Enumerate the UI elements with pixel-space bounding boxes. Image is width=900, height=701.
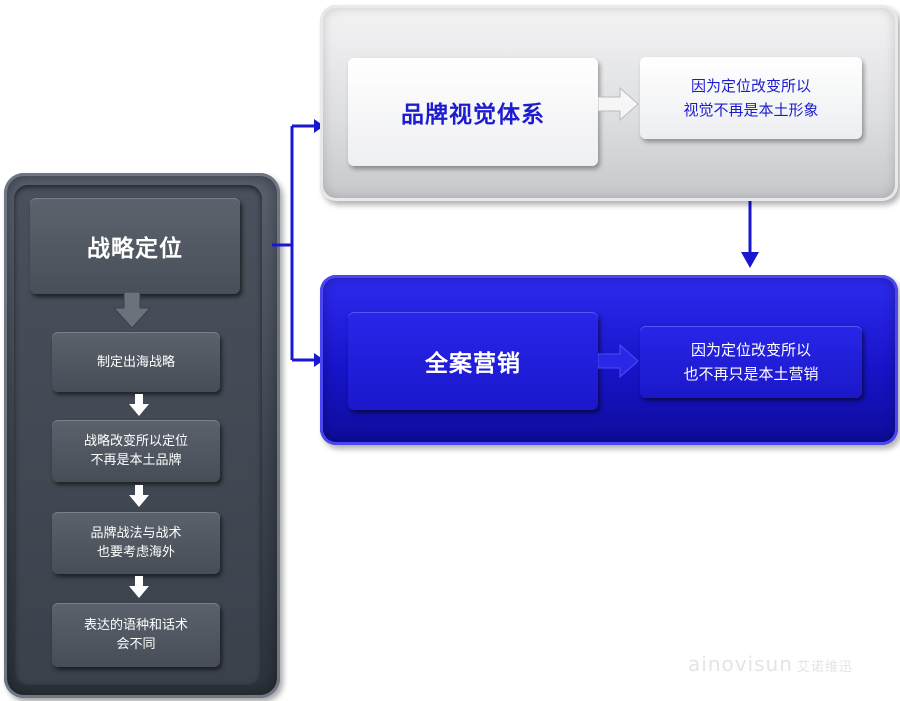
right-arrow-icon (598, 343, 639, 379)
step-line: 战略改变所以定位 (83, 434, 188, 449)
watermark-cn: 艾诺维迅 (796, 660, 853, 675)
down-connector-arrow-icon (741, 194, 759, 268)
step-line: 也要考虑海外 (96, 545, 175, 560)
branch-connector (272, 119, 324, 367)
marketing-note-line: 也不再只是本土营销 (683, 365, 819, 383)
watermark-brand: ainovisun (688, 652, 793, 676)
step-line: 会不同 (116, 637, 156, 652)
strategy-title-box: 战略定位 (30, 198, 240, 294)
marketing-note-line: 因为定位改变所以 (690, 341, 811, 359)
visual-note-box: 因为定位改变所以 视觉不再是本土形象 (640, 57, 862, 139)
step-line: 品牌战法与战术 (90, 526, 182, 541)
marketing-note-box: 因为定位改变所以 也不再只是本土营销 (640, 326, 862, 398)
down-arrow-icon (129, 485, 149, 507)
visual-title: 品牌视觉体系 (401, 102, 545, 128)
visual-title-box: 品牌视觉体系 (348, 58, 598, 166)
strategy-step-4: 表达的语种和话术 会不同 (52, 603, 220, 667)
step-line: 表达的语种和话术 (83, 618, 188, 633)
strategy-step-1: 制定出海战略 (52, 332, 220, 392)
visual-note-line: 因为定位改变所以 (690, 77, 811, 95)
strategy-title: 战略定位 (87, 236, 183, 262)
down-arrow-icon (129, 576, 149, 598)
step-line: 不再是本土品牌 (90, 453, 182, 468)
strategy-step-2: 战略改变所以定位 不再是本土品牌 (52, 420, 220, 482)
strategy-step-3: 品牌战法与战术 也要考虑海外 (52, 512, 220, 574)
down-arrow-icon (112, 292, 152, 329)
down-arrow-icon (129, 394, 149, 416)
marketing-title: 全案营销 (425, 351, 521, 377)
right-arrow-icon (598, 86, 639, 122)
marketing-title-box: 全案营销 (348, 312, 598, 410)
visual-note-line: 视觉不再是本土形象 (683, 101, 819, 119)
step-line: 制定出海战略 (96, 354, 175, 370)
